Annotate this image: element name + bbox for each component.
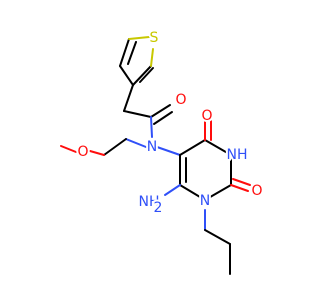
acetamide-chain	[123, 84, 173, 138]
bond-n-ethyl-c1	[125, 138, 147, 148]
bond-thiophene-c5-c1	[132, 65, 152, 86]
bond-propyl-c1-c2	[204, 229, 231, 245]
amino-subscript-text: 2	[154, 200, 163, 216]
bond-c5-c4	[179, 139, 206, 156]
bond-c2-oxygen-double	[232, 178, 251, 186]
ring-propyl-nitrogen-label: N	[200, 193, 210, 209]
sulfur-atom-label: S	[150, 30, 159, 46]
bond-c2-n1	[204, 184, 232, 201]
bond-oxygen-methyl	[60, 145, 77, 153]
right-carbonyl-oxygen-label: O	[251, 183, 262, 199]
bond-thiophene-c3-c4	[119, 38, 130, 67]
amino-nh-text: NH	[139, 194, 160, 210]
amide-oxygen-label: O	[175, 92, 186, 108]
bond-ethyl-c1-c2	[103, 138, 127, 156]
bond-carbonyl-oxygen	[150, 104, 171, 118]
chemical-structure-canvas: S O N O O NH O N NH 2	[60, 28, 265, 275]
methoxyethyl-chain	[60, 138, 147, 156]
ether-oxygen-label: O	[77, 144, 88, 160]
bond-n1-c6	[179, 184, 206, 201]
ring-nh-label: NH	[227, 147, 248, 163]
top-carbonyl-oxygen-label: O	[201, 108, 212, 124]
pyrimidine-ring	[156, 120, 251, 201]
bond-thiophene-s-c2	[128, 36, 150, 40]
bond-c4-n3	[204, 139, 232, 156]
bond-thiophene-c5-c1-inner	[139, 67, 154, 83]
bond-thiophene-ch2	[123, 84, 134, 112]
bond-thiophene-c3-c4-inner	[127, 41, 137, 65]
propyl-chain	[204, 209, 231, 275]
bond-c2-oxygen	[230, 184, 249, 192]
molecule-diagram: S O N O O NH O N NH 2	[60, 28, 265, 275]
bond-thiophene-c1-s	[150, 48, 154, 67]
bond-carbonyl-oxygen-double	[153, 111, 173, 125]
bond-amide-n-c5	[156, 146, 181, 156]
thiophene-ring	[119, 36, 154, 86]
bond-c6-amino	[164, 184, 181, 196]
amide-nitrogen-label: N	[147, 139, 157, 155]
bond-thiophene-c4-c5	[119, 65, 134, 86]
amino-group-label: NH 2	[137, 192, 165, 218]
bond-ch2-carbonyl	[123, 110, 152, 118]
bond-carbonyl-amide-n	[150, 116, 153, 138]
bond-ethyl-c2-oxygen	[89, 150, 105, 156]
